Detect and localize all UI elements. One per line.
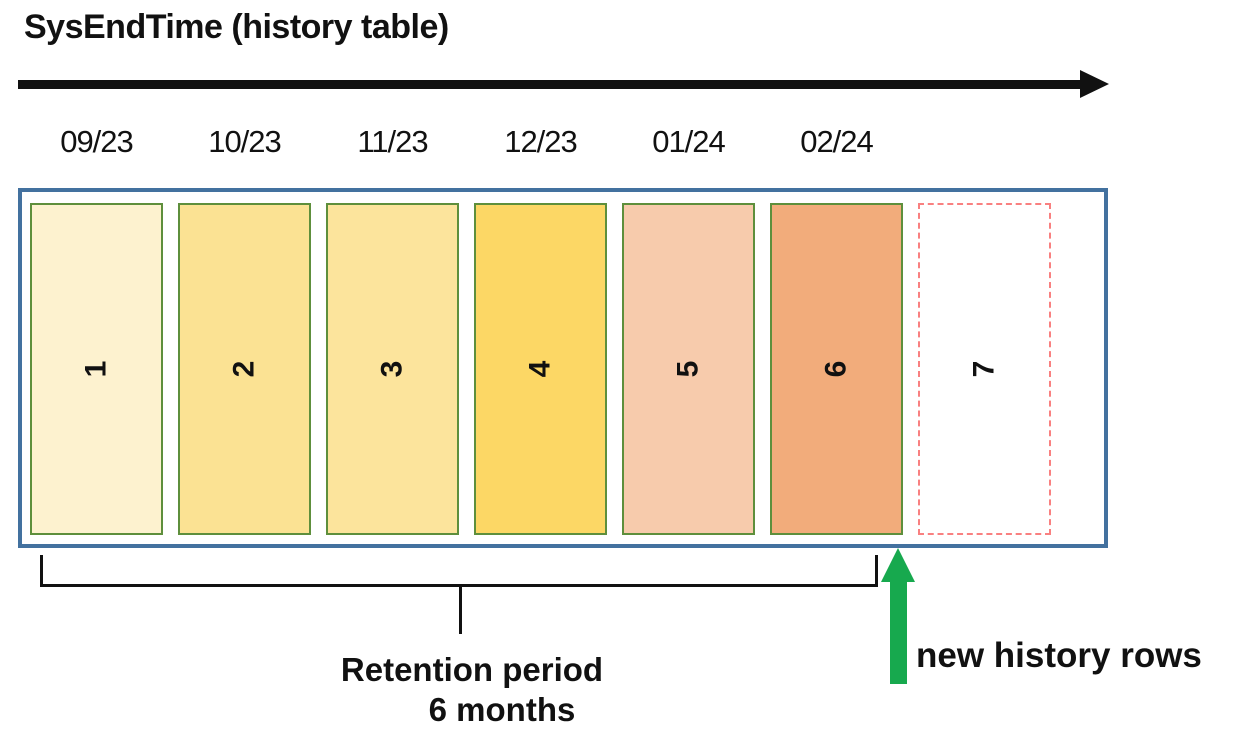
partition-block-5: 5 [622,203,755,535]
month-label-4: 12/23 [504,124,578,159]
retention-period-line2: 6 months [428,691,576,728]
partition-block-2: 2 [178,203,311,535]
partition-number: 4 [523,360,557,378]
retention-period-line1: Retention period [340,651,604,688]
new-rows-arrow-head-icon [881,548,915,582]
partition-number: 1 [79,360,113,378]
month-label-1: 09/23 [60,124,134,159]
month-label-3: 11/23 [357,124,428,159]
partition-number: 2 [227,360,261,378]
partition-number: 3 [375,360,409,378]
partition-block-1: 1 [30,203,163,535]
new-rows-arrow-shaft [890,580,907,684]
new-history-rows-label: new history rows [916,636,1202,675]
timeline-arrow-shaft [18,80,1082,89]
partition-number: 7 [967,360,1001,378]
partition-block-6: 6 [770,203,903,535]
month-label-5: 01/24 [652,124,726,159]
partition-number: 6 [819,360,853,378]
partition-block-7-pending: 7 [918,203,1051,535]
partition-number: 5 [671,360,705,378]
retention-bracket-stem [459,584,462,634]
partition-block-4: 4 [474,203,607,535]
history-table-box: 1 2 3 4 5 6 7 [18,188,1108,548]
retention-bracket-right-tick [875,555,878,587]
retention-bracket-left-tick [40,555,43,587]
month-label-2: 10/23 [208,124,282,159]
partition-block-3: 3 [326,203,459,535]
retention-period-label: Retention period 6 months [312,650,632,730]
diagram-title: SysEndTime (history table) [24,8,449,46]
timeline-arrow-head-icon [1080,70,1109,98]
month-label-6: 02/24 [800,124,874,159]
